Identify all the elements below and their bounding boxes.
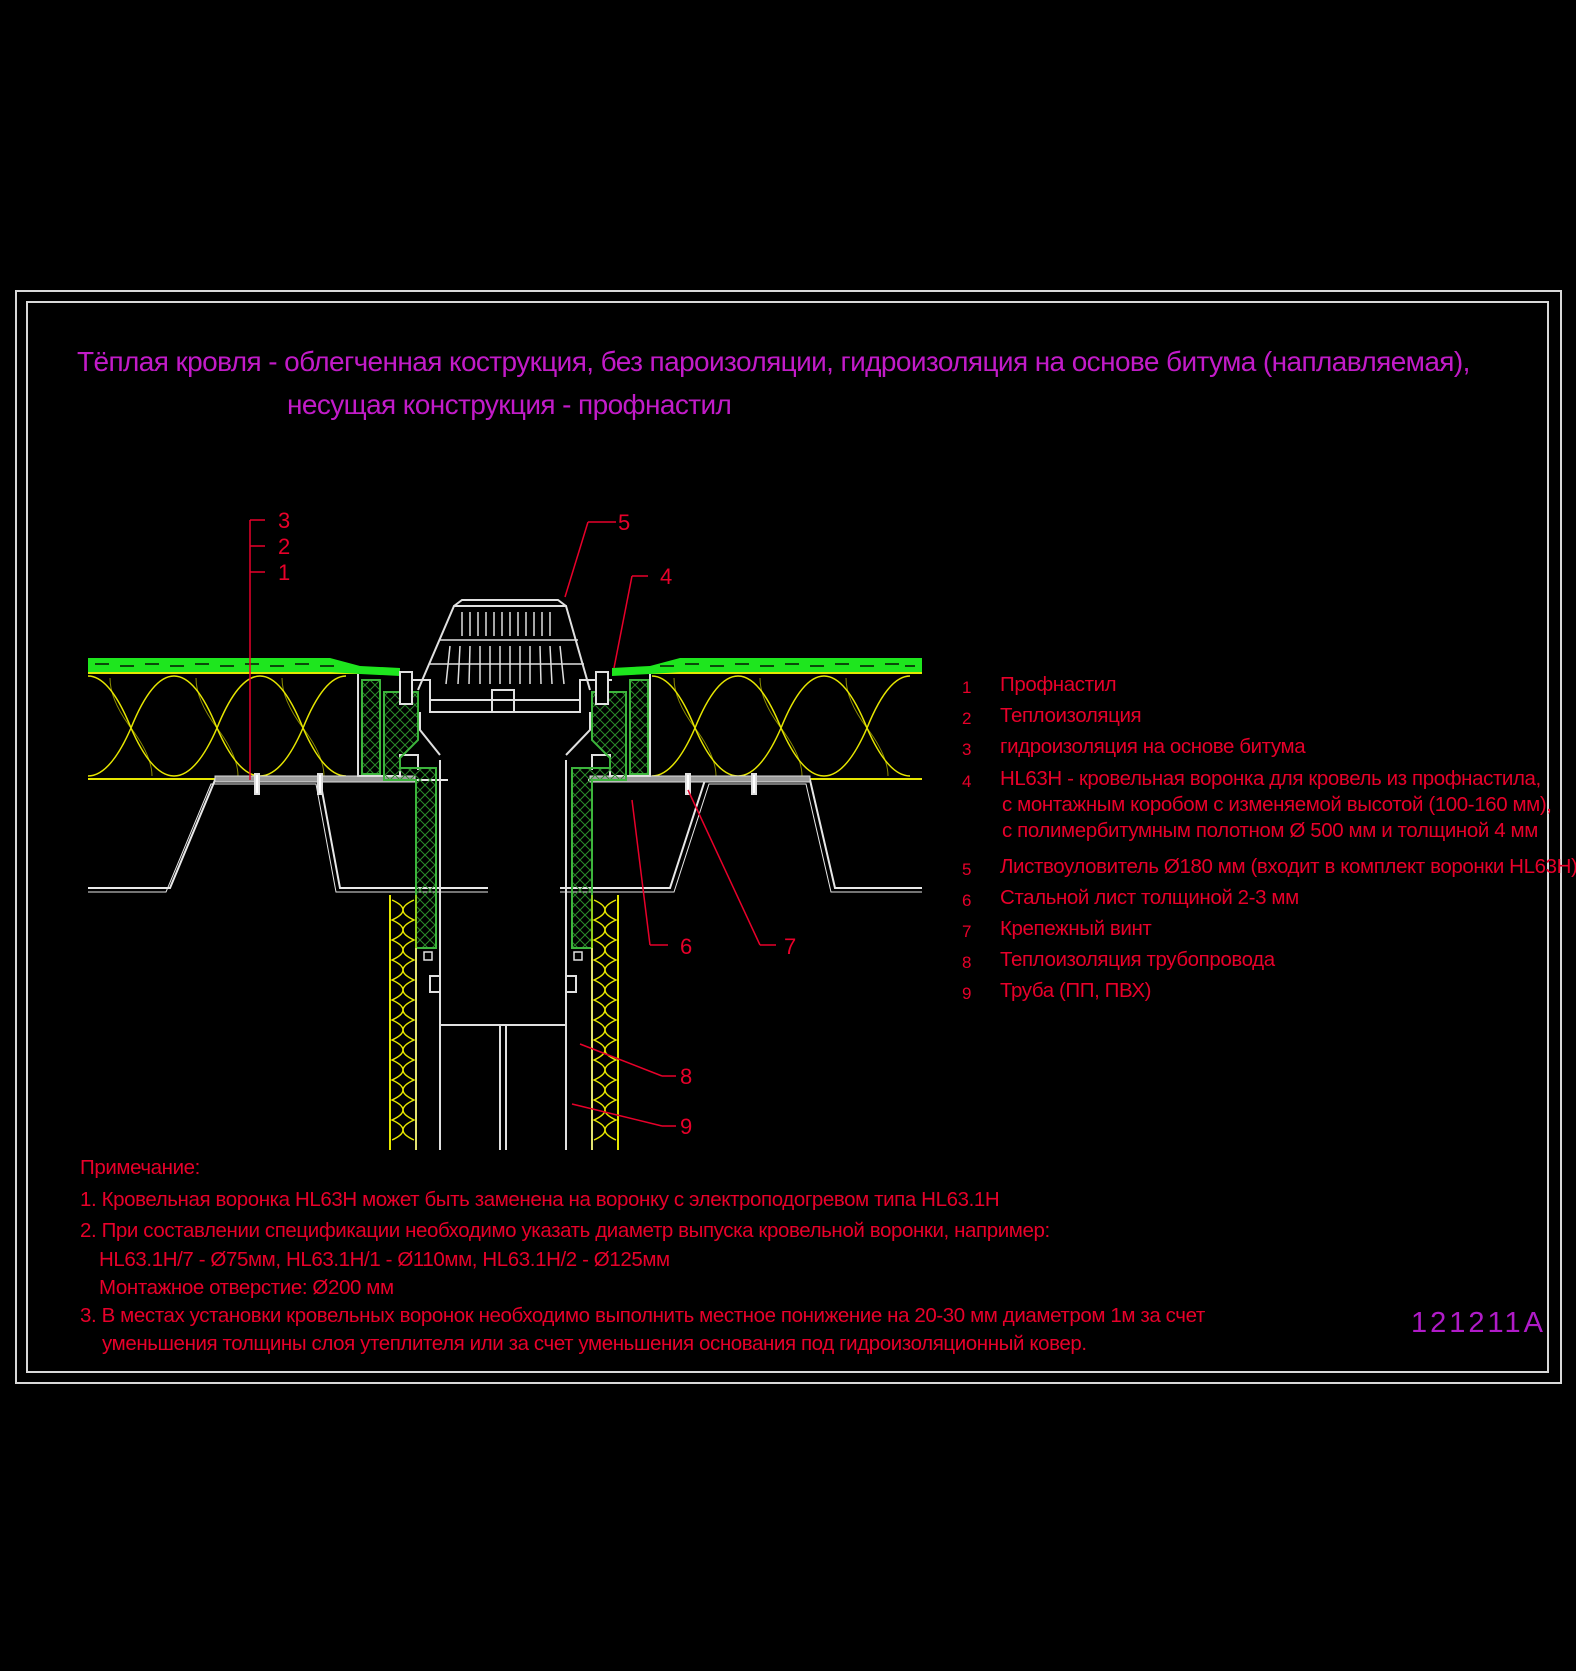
legend-number: 4 — [962, 771, 972, 791]
note-2-hole: Монтажное отверстие: Ø200 мм — [99, 1276, 394, 1299]
legend-text: HL63H - кровельная воронка для кровель и… — [1000, 766, 1541, 790]
outer-frame — [15, 290, 1562, 1384]
mounting-box — [357, 674, 651, 777]
legend-number: 7 — [962, 921, 972, 941]
legend-text: гидроизоляция на основе битума — [1000, 735, 1306, 759]
callout-2: 2 — [278, 534, 291, 559]
legend-text-cont: с монтажным коробом с изменяемой высотой… — [1002, 792, 1552, 816]
callout-4: 4 — [660, 564, 673, 589]
legend-text: Крепежный винт — [1000, 916, 1152, 940]
callout-9: 9 — [680, 1114, 693, 1139]
note-3: 3. В местах установки кровельных воронок… — [80, 1304, 1205, 1327]
legend-text: Теплоизоляция — [1000, 704, 1142, 728]
legend-text: Листвоуловитель Ø180 мм (входит в компле… — [1000, 854, 1576, 878]
legend-text: Профнастил — [1000, 673, 1117, 696]
note-1: 1. Кровельная воронка HL63H может быть з… — [80, 1188, 1000, 1211]
inner-frame — [26, 301, 1549, 1373]
bitumen-membrane — [88, 658, 922, 676]
insulation-right — [648, 672, 922, 780]
pipe — [415, 948, 593, 1150]
leaf-guard — [417, 599, 591, 691]
funnel-body — [383, 671, 627, 1026]
callout-6: 6 — [680, 934, 693, 959]
leader-lines — [249, 519, 776, 1127]
note-2: 2. При составлении спецификации необходи… — [80, 1219, 1050, 1242]
legend-text: Стальной лист толщиной 2-3 мм — [1000, 885, 1299, 909]
note-2-examples: HL63.1H/7 - Ø75мм, HL63.1H/1 - Ø110мм, H… — [99, 1248, 670, 1271]
title-line-1: Тёплая кровля - облегченная кострукция, … — [77, 346, 1470, 377]
legend-number: 6 — [962, 890, 972, 910]
legend-number: 2 — [962, 709, 972, 729]
callout-1: 1 — [278, 560, 291, 585]
callout-7: 7 — [784, 934, 797, 959]
insulation-left — [87, 672, 358, 780]
title-line-2: несущая конструкция - профнастил — [287, 389, 732, 420]
steel-sheet — [214, 775, 811, 783]
legend-number: 8 — [962, 953, 972, 973]
legend-text: Теплоизоляция трубопровода — [1000, 948, 1275, 972]
legend-number: 3 — [962, 740, 972, 760]
legend-number: 1 — [962, 678, 972, 697]
profiled-deck — [88, 779, 922, 893]
legend-text-cont: с полимербитумным полотном Ø 500 мм и то… — [1002, 818, 1538, 842]
drawing-code: 121211A — [1411, 1307, 1546, 1339]
pipe-insulation — [389, 895, 619, 1150]
legend-number: 5 — [962, 859, 972, 879]
callout-3: 3 — [278, 508, 291, 533]
legend-number: 9 — [962, 984, 972, 1004]
fastening-screws — [254, 773, 757, 795]
legend-text: Труба (ПП, ПВХ) — [1000, 979, 1152, 1003]
callout-8: 8 — [680, 1064, 693, 1089]
note-3-cont: уменьшения толщины слоя утеплителя или з… — [102, 1332, 1087, 1355]
notes-heading: Примечание: — [80, 1156, 200, 1179]
callout-5: 5 — [618, 510, 631, 535]
